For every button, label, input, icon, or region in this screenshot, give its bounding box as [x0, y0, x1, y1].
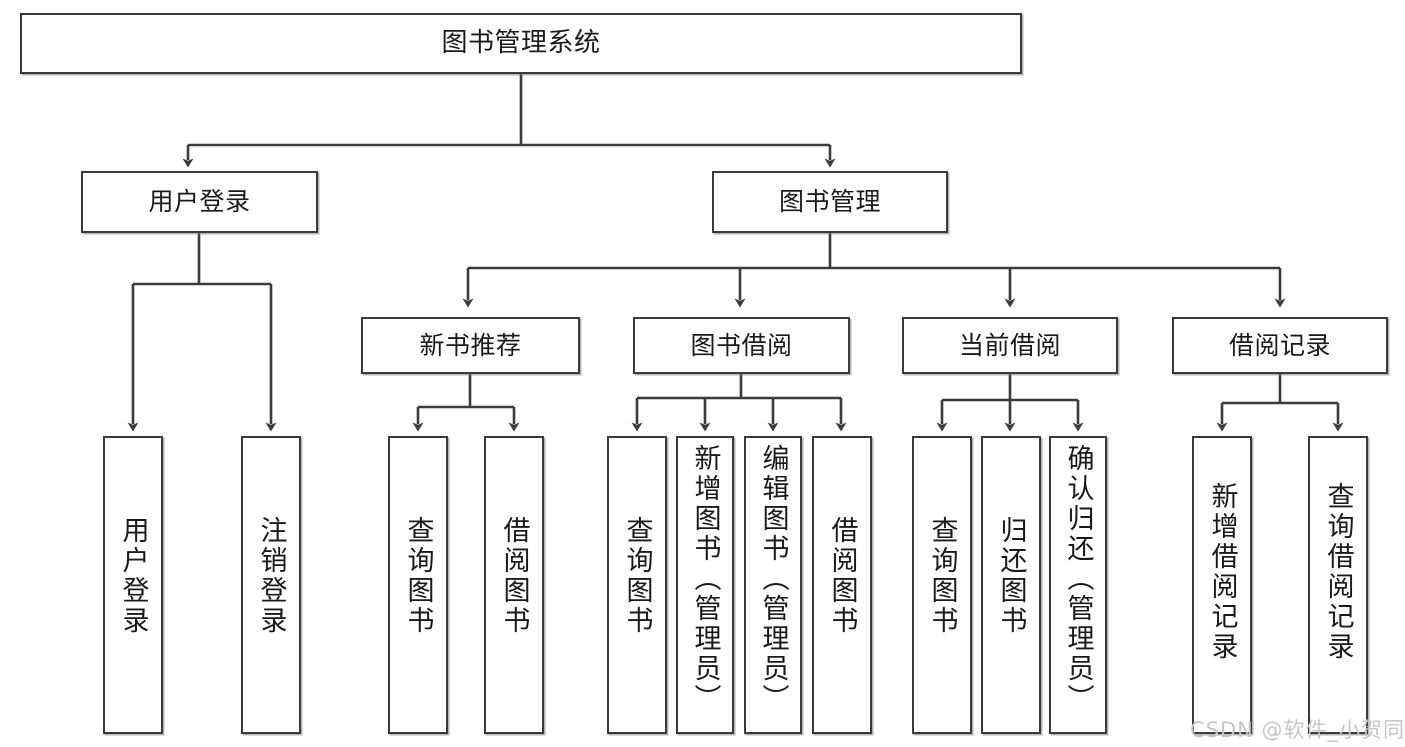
node-book-management[interactable]: 图书管理: [712, 171, 948, 233]
node-new-book-recommend[interactable]: 新书推荐: [361, 317, 580, 374]
csdn-watermark: CSDN @软件_小贺同学: [1190, 718, 1405, 742]
node-root-system[interactable]: 图书管理系统: [20, 13, 1022, 74]
node-leaf-query-record[interactable]: 查询借阅记录: [1308, 436, 1368, 734]
node-label: 查询借阅记录: [1322, 482, 1354, 662]
node-label: 图书管理: [778, 187, 881, 217]
node-user-login[interactable]: 用户登录: [81, 171, 318, 233]
node-leaf-borrow-book-2[interactable]: 借阅图书: [812, 436, 872, 734]
node-leaf-query-book-3[interactable]: 查询图书: [912, 436, 972, 734]
node-label: 编辑图书（管理员）: [757, 444, 789, 714]
node-label: 借阅图书: [826, 516, 858, 636]
node-borrow-record[interactable]: 借阅记录: [1172, 317, 1388, 374]
node-label: 借阅图书: [498, 516, 530, 636]
node-label: 用户登录: [148, 187, 251, 217]
node-label: 查询图书: [926, 516, 958, 636]
node-leaf-user-login[interactable]: 用户登录: [103, 436, 163, 734]
node-leaf-edit-book[interactable]: 编辑图书（管理员）: [744, 436, 802, 734]
node-label: 当前借阅: [958, 330, 1061, 360]
node-leaf-borrow-book-1[interactable]: 借阅图书: [484, 436, 544, 734]
node-book-borrow[interactable]: 图书借阅: [633, 317, 850, 374]
node-label: 确认归还（管理员）: [1062, 444, 1094, 714]
node-label: 查询图书: [402, 516, 434, 636]
node-label: 新增借阅记录: [1206, 482, 1238, 662]
node-label: 图书借阅: [690, 330, 793, 360]
node-leaf-query-book-2[interactable]: 查询图书: [607, 436, 667, 734]
node-leaf-add-record[interactable]: 新增借阅记录: [1192, 436, 1252, 734]
node-label: 查询图书: [621, 516, 653, 636]
node-leaf-logout-login[interactable]: 注销登录: [241, 436, 301, 734]
node-leaf-confirm-return[interactable]: 确认归还（管理员）: [1049, 436, 1107, 734]
node-label: 注销登录: [255, 516, 287, 636]
node-leaf-return-book[interactable]: 归还图书: [981, 436, 1041, 734]
node-label: 新增图书（管理员）: [689, 444, 721, 714]
node-label: 用户登录: [117, 516, 149, 636]
node-leaf-query-book-1[interactable]: 查询图书: [388, 436, 448, 734]
node-label: 借阅记录: [1228, 330, 1331, 360]
node-current-borrow[interactable]: 当前借阅: [902, 317, 1118, 374]
node-label: 归还图书: [995, 516, 1027, 636]
node-label: 图书管理系统: [441, 28, 601, 59]
node-label: 新书推荐: [419, 330, 522, 360]
node-leaf-add-book[interactable]: 新增图书（管理员）: [676, 436, 734, 734]
